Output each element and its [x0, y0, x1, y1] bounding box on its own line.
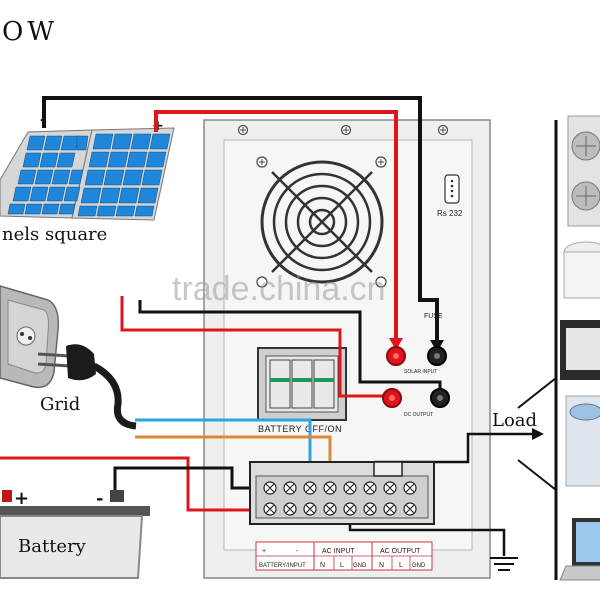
wire-black-dc-negative	[138, 300, 442, 390]
fan-grille-icon	[260, 160, 384, 284]
ac-output-n: N	[379, 562, 384, 569]
rice-cooker-icon	[563, 241, 600, 299]
solar-input-label: SOLAR INPUT	[404, 369, 437, 375]
wire-red-dc-positive	[120, 296, 384, 398]
watermark: trade.china.cn	[172, 270, 386, 308]
wire-red-panel-positive	[154, 110, 398, 350]
ac-input-gnd: GND	[353, 563, 367, 569]
grid-label: Grid	[40, 394, 80, 415]
panels-label: nels square	[2, 224, 107, 245]
terminal-plus: +	[262, 548, 266, 555]
ac-input-n: N	[320, 562, 325, 569]
battery-switch-label: BATTERY OFF/ON	[258, 424, 342, 434]
load-label: Load	[492, 410, 537, 431]
battery-plus: +	[14, 488, 29, 509]
battery-icon	[0, 490, 150, 579]
battery-minus: -	[96, 488, 103, 509]
ac-output-gnd: GND	[412, 563, 426, 569]
battery-label: Battery	[18, 536, 87, 557]
tv-icon	[560, 320, 600, 380]
ground-icon	[490, 557, 518, 571]
terminal-block	[249, 461, 435, 525]
air-conditioner-icon	[567, 115, 600, 227]
ac-output-label: AC OUTPUT	[380, 548, 421, 555]
solar-input-terminals	[386, 346, 447, 366]
wire-black-battery-negative	[113, 466, 262, 492]
plug-icon	[37, 344, 137, 430]
rs232-port-icon	[444, 174, 460, 204]
ac-input-label: AC INPUT	[322, 548, 355, 555]
dc-output-label: DC OUTPUT	[404, 412, 433, 418]
fuse-label: FUSE	[424, 313, 443, 320]
dc-output-terminals	[382, 388, 450, 408]
washing-machine-icon	[565, 395, 600, 487]
solar-panel-icon	[0, 127, 175, 221]
ac-output-l: L	[399, 562, 403, 569]
battery-input-label: BATTERY/INPUT	[259, 563, 306, 569]
terminal-label-strip	[255, 541, 433, 571]
wire-black-panel-negative	[42, 96, 439, 352]
wire-blue-grid	[135, 418, 312, 478]
wire-red-battery-positive	[0, 456, 262, 512]
battery-switch	[257, 347, 347, 421]
terminal-minus: -	[296, 548, 299, 555]
rs232-label: Rs 232	[437, 209, 463, 218]
laptop-icon	[559, 518, 600, 581]
ac-input-l: L	[340, 562, 344, 569]
power-outlet-icon	[0, 285, 60, 389]
header-fragment: OW	[2, 17, 58, 47]
